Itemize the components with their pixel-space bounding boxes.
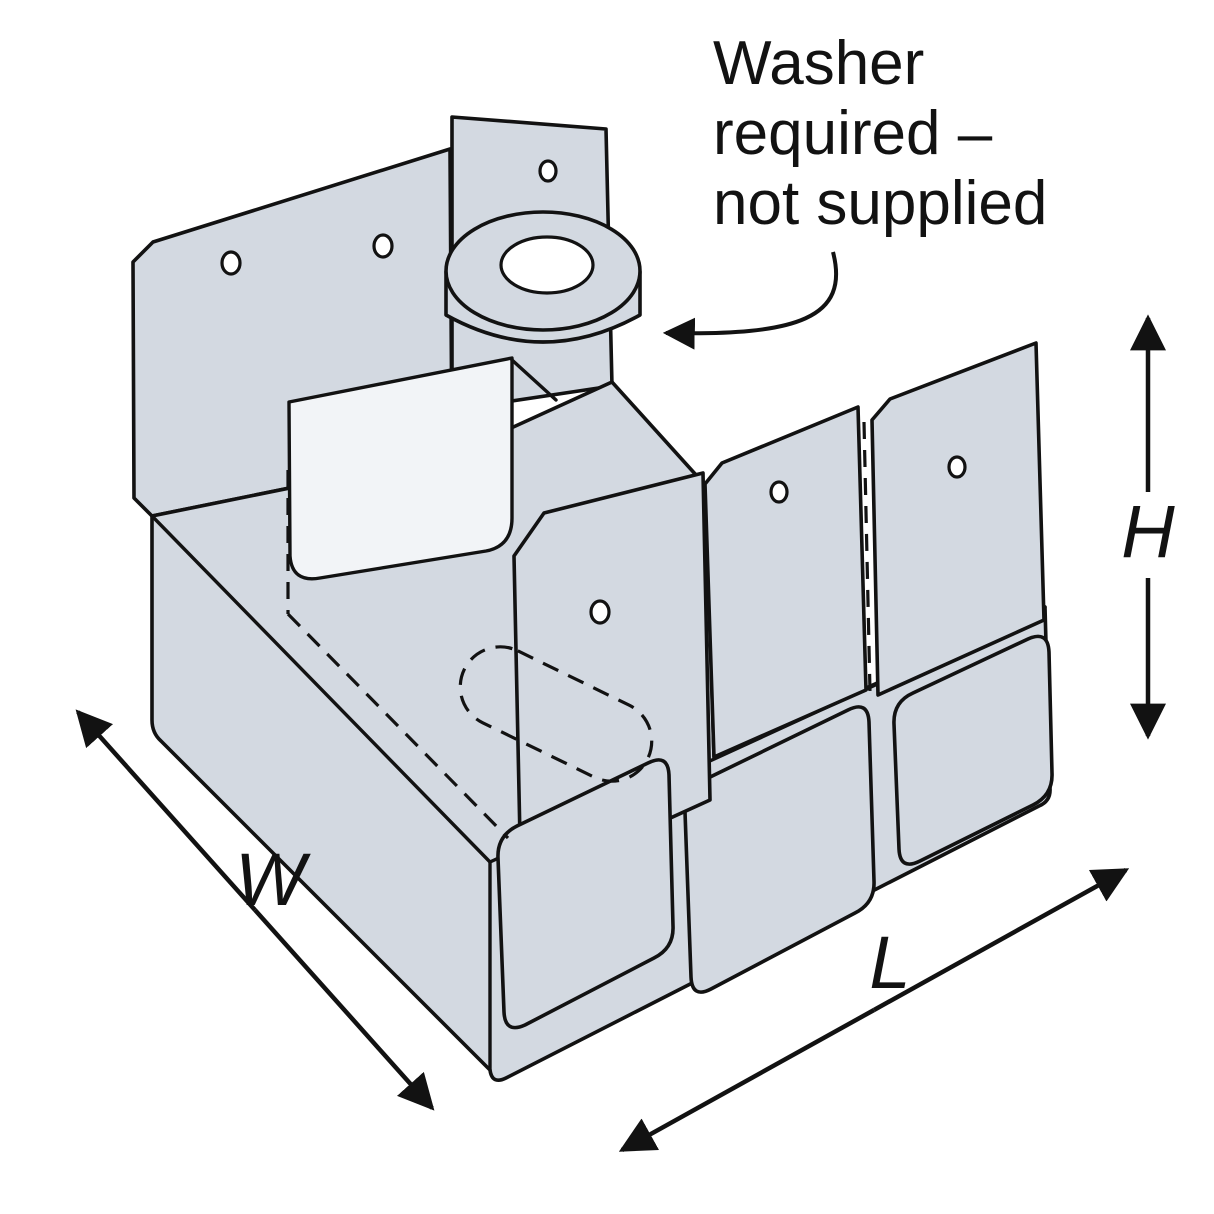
fastener-hole (372, 233, 394, 259)
right-side-plate-far (870, 341, 1046, 697)
post-base-drawing (131, 115, 1054, 1082)
dimension-arrow-width (253, 908, 435, 1111)
annotation-line-3: not supplied (713, 169, 1047, 238)
dimension-annotations: W L H (75, 314, 1175, 1152)
dimension-label-h: H (1121, 490, 1175, 573)
dimension-label-w: W (235, 838, 311, 921)
hidden-anchor-slot (458, 645, 654, 783)
hidden-bend-line (862, 421, 872, 693)
hidden-edge-diagonal (286, 612, 510, 840)
dimension-arrow-length (618, 1008, 876, 1152)
washer-callout: Washer required – not supplied (662, 29, 1047, 350)
fastener-hole (589, 599, 611, 625)
fastener-hole (220, 250, 242, 276)
dimension-arrow-length (872, 868, 1130, 1012)
base-flange-far (892, 634, 1054, 866)
fastener-hole (538, 159, 558, 183)
dimension-label-l: L (869, 921, 910, 1004)
dimension-arrow-width (75, 709, 257, 912)
hidden-edges (286, 421, 872, 840)
rim-edge-left (150, 514, 492, 864)
fastener-hole (947, 455, 967, 479)
leader-line (662, 251, 839, 350)
channel-to-strap-edge (510, 358, 558, 402)
annotation-line-1: Washer (713, 29, 924, 98)
washer-bore-hole (499, 235, 595, 295)
fastener-hole (769, 480, 789, 504)
annotation-line-2: required – (713, 99, 993, 168)
inner-seat-channel (287, 356, 514, 581)
front-end-flange (496, 758, 675, 1030)
right-side-plate-near (703, 405, 868, 759)
